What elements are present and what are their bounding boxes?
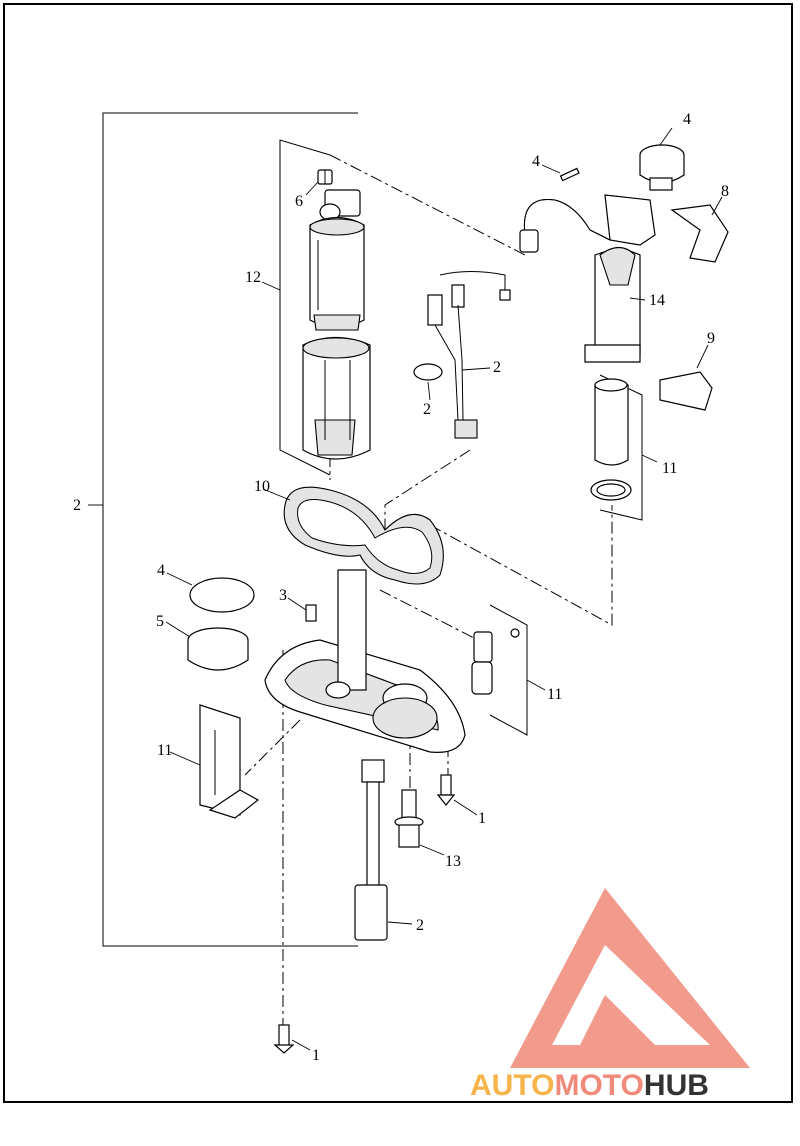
- watermark-logo: [510, 888, 750, 1068]
- assembly-bracket: [88, 112, 358, 947]
- callout-1-lower: 1: [312, 1047, 320, 1064]
- part-2-o-ring: [413, 363, 443, 381]
- part-12-fuel-pump: [309, 189, 365, 331]
- part-4-retaining-band: [189, 577, 255, 613]
- part-11-fuel-filter: [590, 378, 632, 501]
- part-pump-base-flange: [264, 569, 466, 753]
- watermark-moto: MOTO: [554, 1069, 643, 1102]
- part-14-filter-housing: [519, 194, 656, 363]
- callout-9: 10: [254, 478, 270, 495]
- bracket-10: [489, 604, 528, 736]
- part-1-screw-upper: [436, 774, 456, 806]
- watermark-auto: AUTO: [470, 1069, 554, 1102]
- callout-12: 12: [245, 269, 261, 286]
- callout-4-band: 4: [157, 562, 165, 579]
- callout-5: 5: [156, 613, 164, 630]
- callout-4-upper: 4: [532, 153, 540, 170]
- callout-1-upper: 1: [478, 810, 486, 827]
- watermark-inner: [552, 945, 710, 1045]
- part-13-fitting: [394, 789, 424, 848]
- part-4-pin: [559, 167, 580, 182]
- part-8-clip-upper: [670, 204, 729, 263]
- callout-2-o-ring: 2: [423, 401, 431, 418]
- part-11-bracket: [199, 704, 260, 819]
- callout-6: 6: [295, 193, 303, 210]
- alignment-lines: [244, 154, 613, 1030]
- callout-3: 3: [279, 587, 287, 604]
- part-8-clip-lower: [659, 371, 713, 411]
- callout-10: 11: [547, 686, 562, 703]
- part-5-clamp: [187, 627, 249, 671]
- watermark-inner-mark: [600, 1010, 640, 1045]
- callout-2-assembly: 2: [73, 497, 81, 514]
- part-2-wiring-harness-lower: [354, 759, 388, 941]
- part-7-regulator: [639, 144, 685, 191]
- watermark-hub: HUB: [644, 1069, 709, 1102]
- part-1-screw-lower: [273, 1024, 295, 1054]
- part-2-wiring-harness-upper: [427, 271, 511, 439]
- part-9-gasket: [283, 486, 444, 585]
- part-10-sensor: [471, 628, 520, 695]
- bracket-12: [279, 139, 331, 476]
- leader-lines: [165, 127, 723, 1051]
- callout-8-upper: 8: [721, 183, 729, 200]
- callout-8-lower: 9: [707, 330, 715, 347]
- diagram-frame: [3, 3, 793, 1103]
- watermark-text: AUTOMOTOHUB: [470, 1069, 709, 1102]
- callout-labels: 4 4 8 6 12 14 9 2 2 11 10 2 4 3 5 11 11 …: [73, 111, 729, 1064]
- callout-11-upper: 11: [662, 460, 677, 477]
- callout-7: 4: [683, 111, 691, 128]
- callout-14: 14: [649, 292, 665, 309]
- callout-13: 13: [445, 853, 461, 870]
- part-3-screw: [305, 604, 317, 622]
- callout-2-harness: 2: [493, 359, 501, 376]
- callout-11-lower: 11: [157, 742, 172, 759]
- part-pump-sleeve: [302, 336, 371, 460]
- callout-2-lower: 2: [416, 917, 424, 934]
- part-6-nut: [317, 169, 333, 185]
